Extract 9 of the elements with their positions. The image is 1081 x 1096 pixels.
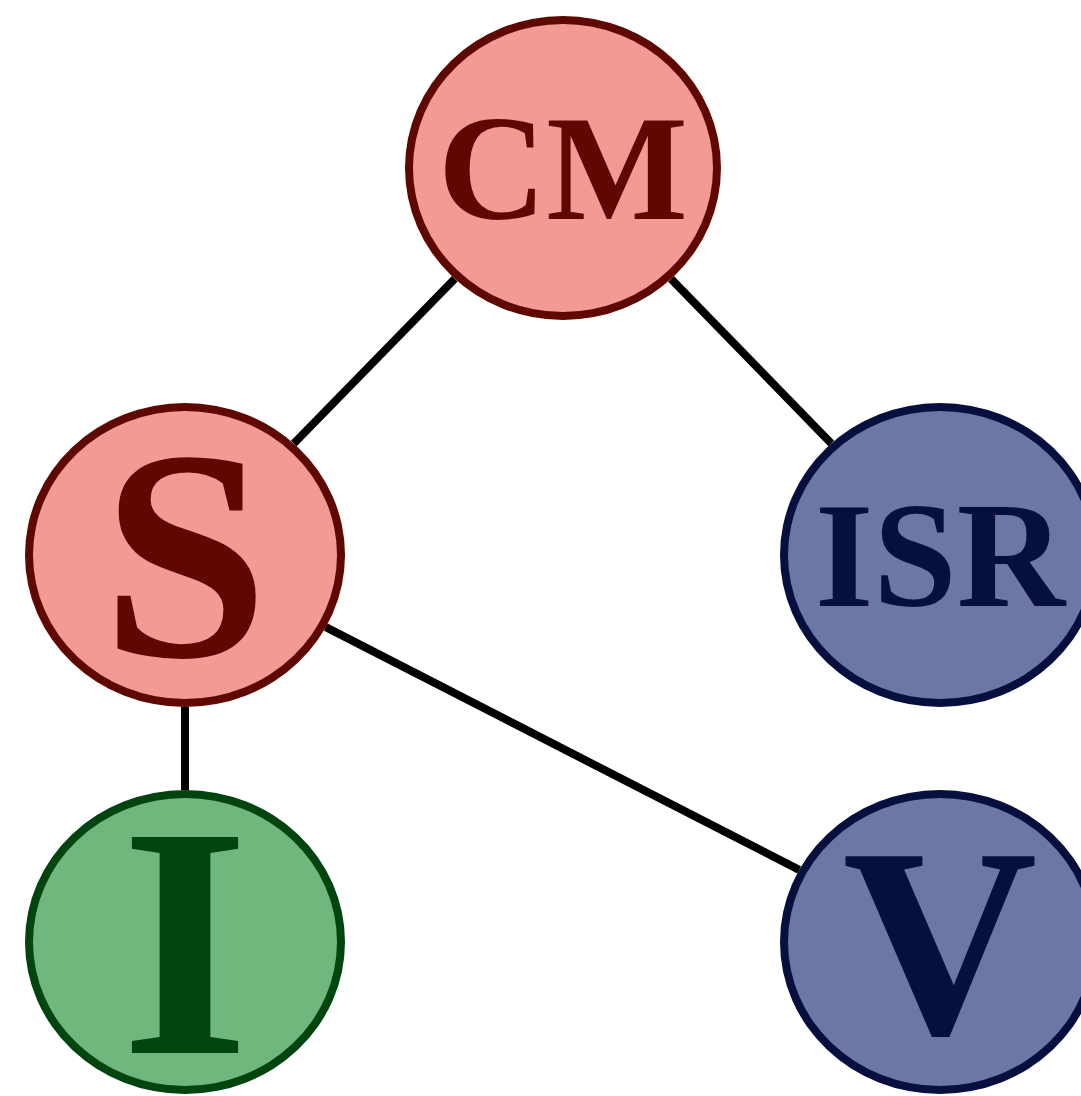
node-label: ISR xyxy=(814,480,1066,630)
connector-line xyxy=(668,276,835,447)
connector-line xyxy=(324,623,801,874)
connector-line xyxy=(181,707,189,790)
node-label: V xyxy=(842,807,1038,1077)
connector-line xyxy=(290,275,458,447)
node-label: S xyxy=(101,405,269,705)
node-label: I xyxy=(120,777,250,1096)
node-label: CM xyxy=(438,93,688,243)
